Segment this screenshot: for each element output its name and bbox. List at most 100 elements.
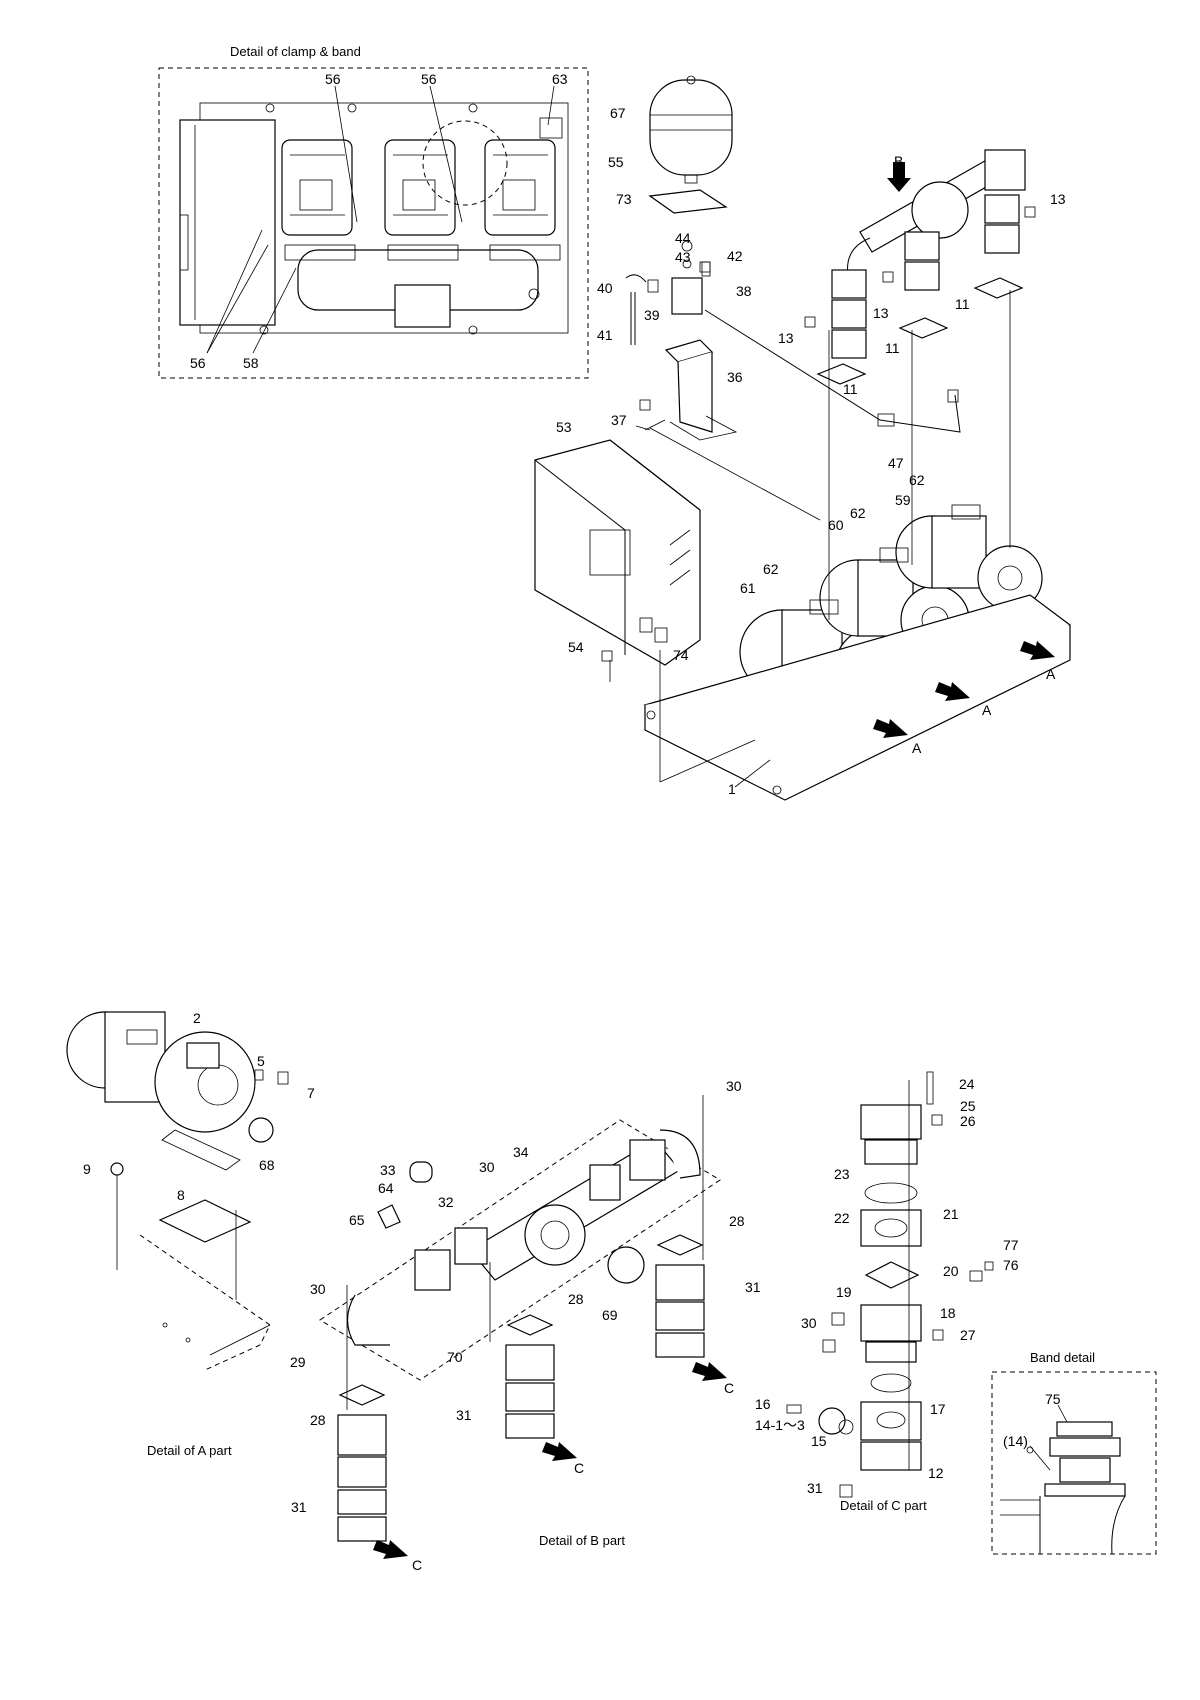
callout-32: 32 bbox=[438, 1194, 454, 1210]
callout-44: 44 bbox=[675, 230, 691, 246]
callout-62b: 62 bbox=[850, 505, 866, 521]
callout-13a: 13 bbox=[1050, 191, 1066, 207]
callout-70: 70 bbox=[447, 1349, 463, 1365]
callout-9: 9 bbox=[83, 1161, 91, 1177]
callout-69: 69 bbox=[602, 1307, 618, 1323]
callout-67: 67 bbox=[610, 105, 626, 121]
callout-14-paren: (14) bbox=[1003, 1433, 1028, 1449]
callout-17: 17 bbox=[930, 1401, 946, 1417]
callout-62a: 62 bbox=[909, 472, 925, 488]
callout-31d: 31 bbox=[807, 1480, 823, 1496]
callout-68: 68 bbox=[259, 1157, 275, 1173]
bracket bbox=[664, 339, 738, 441]
callout-28b: 28 bbox=[568, 1291, 584, 1307]
discharge-header bbox=[831, 149, 1026, 359]
callout-view-c3: C bbox=[412, 1557, 422, 1573]
callout-11a: 11 bbox=[955, 296, 970, 312]
callout-view-c1: C bbox=[574, 1460, 584, 1476]
b-part-detail: 33 64 32 65 30 34 30 28 31 69 28 30 70 2… bbox=[290, 1078, 761, 1573]
callout-11b: 11 bbox=[885, 340, 900, 356]
callout-58: 58 bbox=[243, 355, 259, 371]
callout-15: 15 bbox=[811, 1433, 827, 1449]
callout-31b: 31 bbox=[456, 1407, 472, 1423]
callout-76: 76 bbox=[1003, 1257, 1019, 1273]
callout-37: 37 bbox=[611, 412, 627, 428]
callout-53: 53 bbox=[556, 419, 572, 435]
band-caption: Band detail bbox=[1030, 1350, 1095, 1365]
callout-view-b: B bbox=[894, 153, 903, 169]
clamp-band-caption: Detail of clamp & band bbox=[230, 44, 361, 59]
band-detail: Band detail 75 (14) bbox=[991, 1350, 1157, 1555]
main-assembly: 67 55 73 44 43 42 40 38 39 41 36 37 53 B… bbox=[534, 75, 1072, 801]
callout-54: 54 bbox=[568, 639, 584, 655]
callout-28a: 28 bbox=[729, 1213, 745, 1229]
callout-75: 75 bbox=[1045, 1391, 1061, 1407]
callout-23: 23 bbox=[834, 1166, 850, 1182]
callout-25: 25 bbox=[960, 1098, 976, 1114]
callout-11c: 11 bbox=[843, 381, 858, 397]
callout-55: 55 bbox=[608, 154, 624, 170]
callout-74: 74 bbox=[673, 647, 689, 663]
b-part-caption: Detail of B part bbox=[539, 1533, 625, 1548]
callout-33: 33 bbox=[380, 1162, 396, 1178]
callout-1: 1 bbox=[728, 781, 736, 797]
callout-14-1-3: 14-1～3 bbox=[755, 1417, 805, 1433]
callout-56b: 56 bbox=[421, 71, 437, 87]
callout-30d: 30 bbox=[801, 1315, 817, 1331]
a-part-caption: Detail of A part bbox=[147, 1443, 232, 1458]
callout-40: 40 bbox=[597, 280, 613, 296]
callout-view-c2: C bbox=[724, 1380, 734, 1396]
callout-31c: 31 bbox=[291, 1499, 307, 1515]
clamp-detail-motors bbox=[281, 139, 556, 236]
callout-29: 29 bbox=[290, 1354, 306, 1370]
fasteners bbox=[601, 206, 1036, 662]
callout-30c: 30 bbox=[310, 1281, 326, 1297]
callout-27: 27 bbox=[960, 1327, 976, 1343]
callout-26: 26 bbox=[960, 1113, 976, 1129]
pressure-tank bbox=[649, 75, 733, 184]
callout-64: 64 bbox=[378, 1180, 394, 1196]
callout-34: 34 bbox=[513, 1144, 529, 1160]
callout-56a: 56 bbox=[325, 71, 341, 87]
callout-24: 24 bbox=[959, 1076, 975, 1092]
callout-view-a3: A bbox=[912, 740, 922, 756]
callout-60: 60 bbox=[828, 517, 844, 533]
callout-61: 61 bbox=[740, 580, 756, 596]
callout-30a: 30 bbox=[479, 1159, 495, 1175]
callout-view-a1: A bbox=[1046, 666, 1056, 682]
callout-19: 19 bbox=[836, 1284, 852, 1300]
callout-41: 41 bbox=[597, 327, 613, 343]
callout-63: 63 bbox=[552, 71, 568, 87]
callout-28c: 28 bbox=[310, 1412, 326, 1428]
callout-22: 22 bbox=[834, 1210, 850, 1226]
callout-view-a2: A bbox=[982, 702, 992, 718]
callout-16: 16 bbox=[755, 1396, 771, 1412]
callout-42: 42 bbox=[727, 248, 743, 264]
callout-20: 20 bbox=[943, 1263, 959, 1279]
callout-38: 38 bbox=[736, 283, 752, 299]
callout-65: 65 bbox=[349, 1212, 365, 1228]
callout-7: 7 bbox=[307, 1085, 315, 1101]
callout-13b: 13 bbox=[873, 305, 889, 321]
callout-77: 77 bbox=[1003, 1237, 1019, 1253]
callout-62c: 62 bbox=[763, 561, 779, 577]
callout-8: 8 bbox=[177, 1187, 185, 1203]
callout-2: 2 bbox=[193, 1010, 201, 1026]
c-part-detail: 24 25 26 23 22 21 77 76 20 19 18 30 27 1… bbox=[755, 1071, 1019, 1513]
callout-56c: 56 bbox=[190, 355, 206, 371]
control-panel bbox=[534, 439, 701, 666]
callout-31a: 31 bbox=[745, 1279, 761, 1295]
callout-18: 18 bbox=[940, 1305, 956, 1321]
callout-30b: 30 bbox=[726, 1078, 742, 1094]
callout-36: 36 bbox=[727, 369, 743, 385]
c-part-caption: Detail of C part bbox=[840, 1498, 927, 1513]
callout-59: 59 bbox=[895, 492, 911, 508]
callout-47: 47 bbox=[888, 455, 904, 471]
callout-12: 12 bbox=[928, 1465, 944, 1481]
callout-5: 5 bbox=[257, 1053, 265, 1069]
clamp-band-detail: Detail of clamp & band bbox=[158, 44, 589, 379]
callout-73: 73 bbox=[616, 191, 632, 207]
callout-21: 21 bbox=[943, 1206, 959, 1222]
callout-39: 39 bbox=[644, 307, 660, 323]
